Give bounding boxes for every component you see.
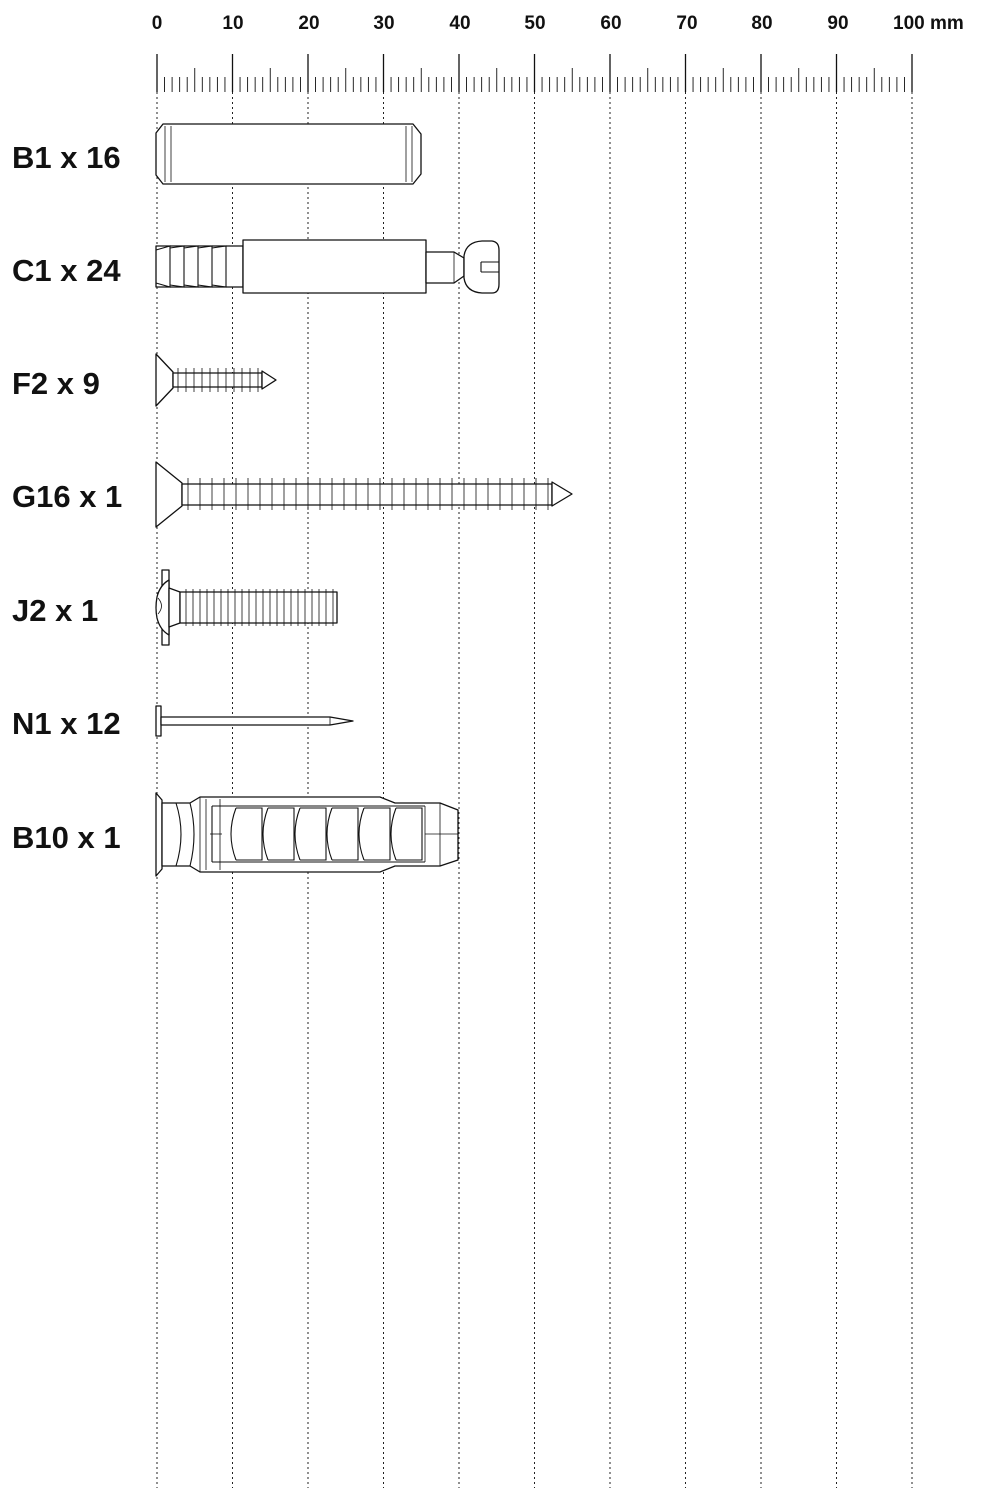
ruler-label-0: 0 xyxy=(152,13,163,34)
ruler-label-60: 60 xyxy=(600,13,621,34)
part-label-n1: N1 x 12 xyxy=(12,706,121,741)
part-label-j2: J2 x 1 xyxy=(12,593,98,628)
ruler-label-50: 50 xyxy=(524,13,545,34)
ruler-label-40: 40 xyxy=(449,13,470,34)
part-label-b10: B10 x 1 xyxy=(12,820,121,855)
g16-thread-lines xyxy=(187,478,549,510)
nail-n1-drawing xyxy=(155,705,354,737)
part-label-g16: G16 x 1 xyxy=(12,479,122,514)
ruler-label-100: 100 mm xyxy=(893,13,964,34)
f2-thread-lines xyxy=(177,368,259,392)
ruler-label-80: 80 xyxy=(751,13,772,34)
ruler: 0 10 20 30 40 50 60 70 80 90 100 mm xyxy=(152,13,964,92)
countersunk-screw-g16-drawing xyxy=(155,461,573,528)
cam-bolt-c1-drawing xyxy=(155,239,500,294)
ruler-ticks xyxy=(156,54,913,92)
ruler-label-10: 10 xyxy=(222,13,243,34)
ruler-label-70: 70 xyxy=(676,13,697,34)
part-label-c1: C1 x 24 xyxy=(12,253,121,288)
ruler-labels: 0 10 20 30 40 50 60 70 80 90 100 mm xyxy=(152,13,964,34)
part-labels: B1 x 16 C1 x 24 F2 x 9 G16 x 1 J2 x 1 N1… xyxy=(12,140,122,855)
dowel-pin-b1-drawing xyxy=(155,123,422,185)
ruler-label-90: 90 xyxy=(827,13,848,34)
countersunk-screw-f2-drawing xyxy=(155,353,277,407)
pan-head-bolt-j2-drawing xyxy=(155,569,338,646)
grid-lines xyxy=(156,92,913,1488)
j2-thread-lines xyxy=(185,589,334,626)
part-label-b1: B1 x 16 xyxy=(12,140,121,175)
part-label-f2: F2 x 9 xyxy=(12,366,100,401)
wall-plug-b10-drawing xyxy=(155,792,459,877)
ruler-label-20: 20 xyxy=(298,13,319,34)
ruler-label-30: 30 xyxy=(373,13,394,34)
